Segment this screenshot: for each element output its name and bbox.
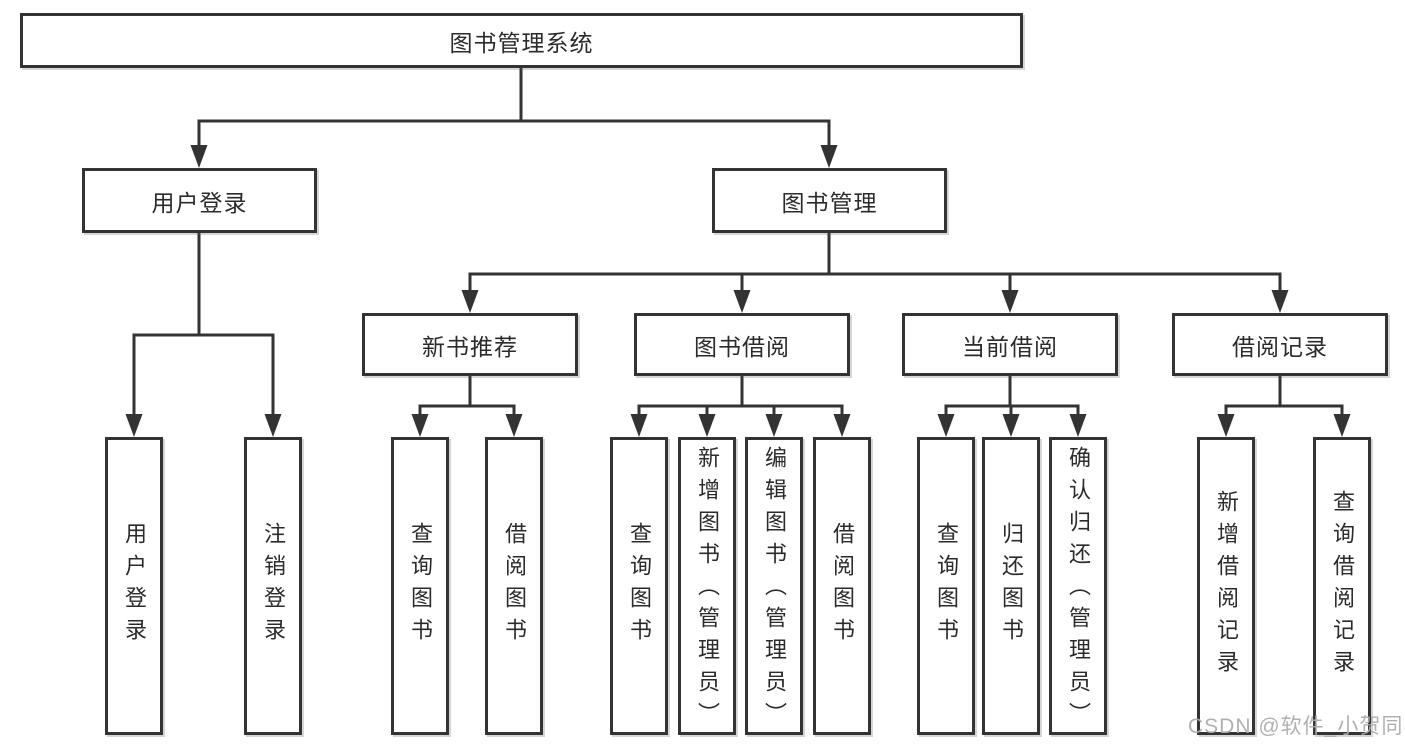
arrow-down-icon	[1271, 290, 1289, 313]
leaf-query-borrowing-record: 查询借阅记录	[1313, 437, 1371, 735]
arrow-down-icon	[1002, 414, 1020, 437]
node-book-management: 图书管理	[712, 168, 947, 233]
arrow-down-icon	[1333, 414, 1351, 437]
node-label: 图书借阅	[694, 333, 790, 360]
arrow-down-icon	[698, 414, 716, 437]
node-label: 借阅记录	[1232, 333, 1328, 360]
leaf-query-books: 查询图书	[391, 437, 449, 735]
arrow-down-icon	[1217, 414, 1235, 437]
leaf-add-books-admin: 新增图书（管理员）	[678, 437, 736, 735]
node-user-login: 用户登录	[82, 168, 317, 233]
arrow-down-icon	[411, 414, 429, 437]
node-borrowing-records: 借阅记录	[1172, 313, 1388, 376]
csdn-watermark: CSDN @软件_小贺同学	[1188, 715, 1405, 738]
arrow-down-icon	[505, 414, 523, 437]
leaf-confirm-return-admin: 确认归还（管理员）	[1049, 437, 1107, 735]
node-library-management-system: 图书管理系统	[20, 13, 1023, 68]
leaf-add-borrowing-record: 新增借阅记录	[1197, 437, 1255, 735]
node-label: 图书管理系统	[449, 29, 594, 56]
leaf-edit-books-admin: 编辑图书（管理员）	[745, 437, 803, 735]
node-new-book-recommendation: 新书推荐	[362, 313, 578, 376]
arrow-down-icon	[1001, 290, 1019, 313]
node-current-borrowing: 当前借阅	[902, 313, 1118, 376]
node-label: 当前借阅	[962, 333, 1058, 360]
leaf-logout-login: 注销登录	[244, 437, 302, 735]
leaf-return-books: 归还图书	[982, 437, 1040, 735]
leaf-borrow-books: 借阅图书	[485, 437, 543, 735]
arrow-down-icon	[733, 290, 751, 313]
node-book-borrowing: 图书借阅	[634, 313, 850, 376]
arrow-down-icon	[937, 414, 955, 437]
arrow-down-icon	[264, 414, 282, 437]
node-label: 用户登录	[151, 189, 248, 216]
arrow-down-icon	[833, 414, 851, 437]
node-label: 新书推荐	[422, 333, 518, 360]
arrow-down-icon	[1069, 414, 1087, 437]
arrow-down-icon	[820, 145, 838, 168]
arrow-down-icon	[190, 145, 208, 168]
leaf-query-books: 查询图书	[610, 437, 668, 735]
node-label: 图书管理	[781, 189, 878, 216]
arrow-down-icon	[630, 414, 648, 437]
arrow-down-icon	[125, 414, 143, 437]
leaf-query-books: 查询图书	[917, 437, 975, 735]
arrow-down-icon	[765, 414, 783, 437]
arrow-down-icon	[461, 290, 479, 313]
leaf-user-login: 用户登录	[105, 437, 163, 735]
leaf-borrow-books: 借阅图书	[813, 437, 871, 735]
